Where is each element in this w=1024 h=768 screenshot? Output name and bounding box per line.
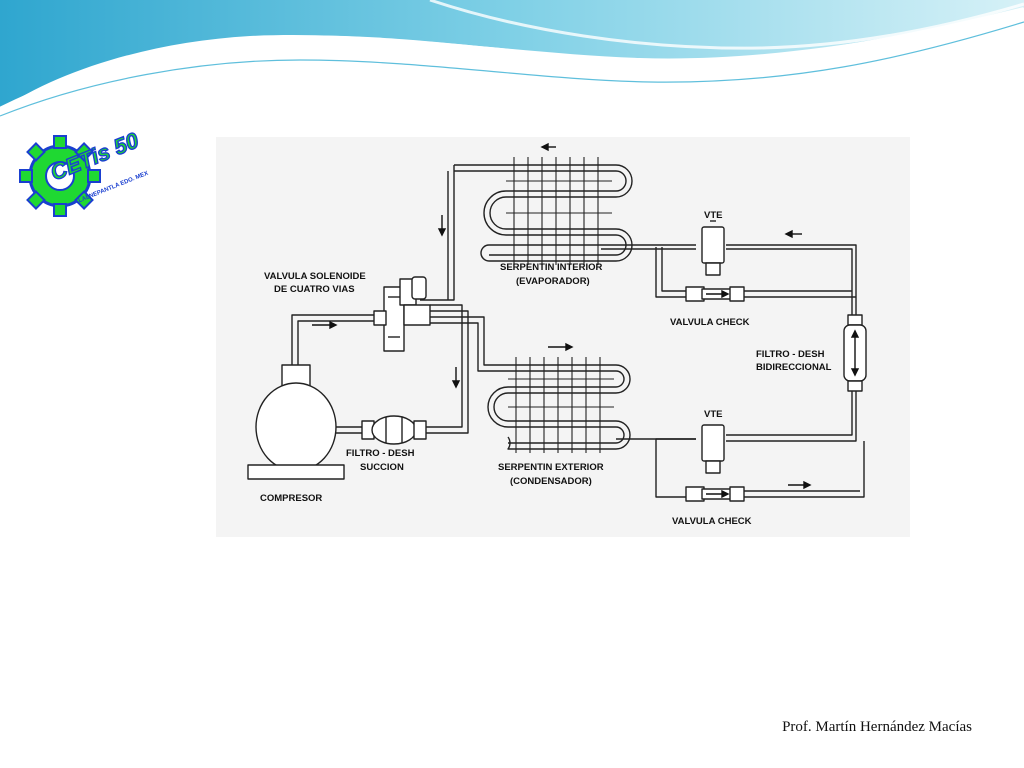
gear-icon — [19, 135, 101, 217]
pipe-valve-to-evaporator — [420, 165, 455, 301]
pipe-check-top-bypass — [655, 247, 856, 298]
school-logo: CETis 50 TLALNEPANTLA EDO. MEX — [14, 118, 154, 220]
label-evaporator-line1: SERPENTIN INTERIOR — [500, 262, 603, 273]
label-condenser-line2: (CONDENSADOR) — [510, 476, 592, 487]
vte-valve-top — [701, 220, 725, 276]
arrow-right-icon — [312, 320, 338, 330]
label-condenser-line1: SERPENTIN EXTERIOR — [498, 462, 604, 473]
arrow-down-icon — [451, 367, 461, 389]
label-suction-line1: FILTRO - DESH — [346, 448, 415, 459]
evaporator-coil — [454, 157, 633, 265]
label-bidirectional-line1: FILTRO - DESH — [756, 349, 825, 360]
label-vte-bottom: VTE — [704, 409, 722, 420]
pipe-filter-to-vte-bottom — [726, 391, 857, 442]
label-vte-top: VTE — [704, 210, 722, 221]
label-check-bottom: VALVULA CHECK — [672, 516, 752, 527]
vte-valve-bottom — [701, 424, 725, 474]
arrow-right-icon — [706, 289, 730, 299]
label-solenoid-line1: VALVULA SOLENOIDE — [264, 271, 366, 282]
condenser-coil — [487, 357, 631, 453]
pipe-compressor-to-valve — [291, 314, 376, 365]
arrow-down-icon — [437, 215, 447, 237]
suction-filter-drier — [361, 415, 427, 445]
arrow-bidirectional-icon — [850, 329, 860, 377]
pipe-valve-to-condenser — [430, 316, 488, 372]
arrow-right-icon — [548, 342, 574, 352]
label-suction-line2: SUCCION — [360, 462, 404, 473]
pipe-valve-to-suction — [422, 304, 469, 434]
pipe-suction-to-compressor — [334, 426, 366, 434]
arrow-left-icon — [540, 142, 556, 152]
arrow-right-icon — [788, 480, 812, 490]
label-check-top: VALVULA CHECK — [670, 317, 750, 328]
arrow-left-icon — [784, 229, 802, 239]
slide-author: Prof. Martín Hernández Macías — [782, 719, 972, 735]
label-bidirectional-line2: BIDIRECCIONAL — [756, 362, 832, 373]
label-solenoid-line2: DE CUATRO VIAS — [274, 284, 355, 295]
four-way-solenoid-valve — [373, 276, 431, 352]
flow-arrows — [312, 142, 860, 499]
label-compressor: COMPRESOR — [260, 493, 322, 504]
compressor — [247, 364, 345, 480]
header-wave-decoration — [0, 0, 1024, 117]
pipe-vte-top-to-filter — [726, 244, 857, 315]
arrow-right-icon — [706, 489, 730, 499]
heat-pump-diagram: VALVULA SOLENOIDE DE CUATRO VIAS SERPENT… — [247, 142, 867, 527]
pipe-check-bottom-bypass — [655, 438, 865, 498]
label-evaporator-line2: (EVAPORADOR) — [516, 276, 590, 287]
pipe-evaporator-to-vte — [601, 244, 696, 250]
